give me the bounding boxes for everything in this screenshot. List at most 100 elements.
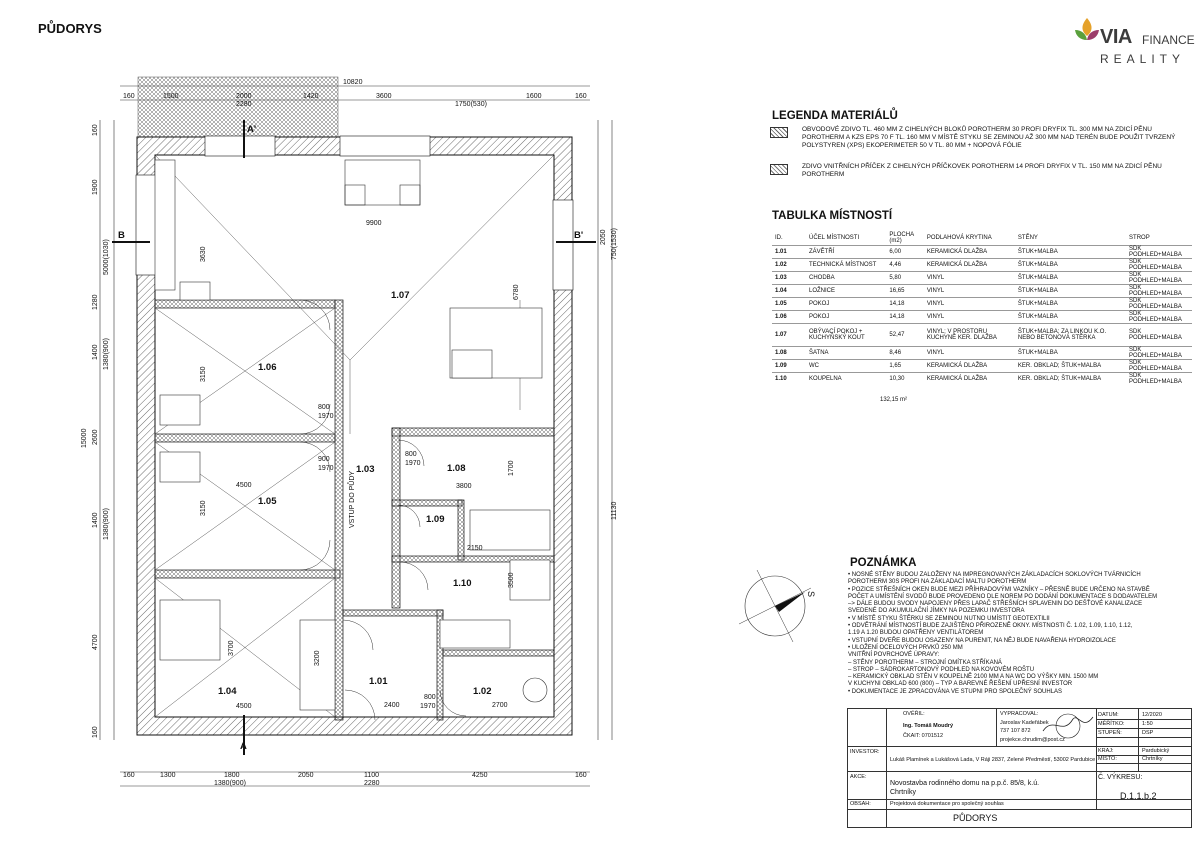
vypracoval-phone: 737 107 872 bbox=[1000, 728, 1031, 734]
col-ceiling: STROP bbox=[1129, 235, 1150, 241]
door-1970-c: 1970 bbox=[405, 460, 421, 467]
dim-inner-3200: 3200 bbox=[314, 650, 321, 666]
cell: 10,30 bbox=[886, 372, 924, 385]
note-line: – STĚNY POROTHERM – STROJNÍ OMÍTKA STŘÍK… bbox=[848, 659, 1002, 666]
investor-label: INVESTOR: bbox=[850, 749, 880, 755]
dim-top-2000: 2000 bbox=[236, 93, 252, 100]
table-header-row: ID. ÚČEL MÍSTNOSTI PLOCHA (m2) PODLAHOVÁ… bbox=[772, 231, 1192, 246]
cell: SDK PODHLED+MALBA bbox=[1126, 258, 1192, 272]
dim-inner-1700: 1700 bbox=[508, 460, 515, 476]
note-line: • VSTUPNÍ DVEŘE BUDOU OSAZENY NA PURENIT… bbox=[848, 637, 1116, 644]
akce-value: Novostavba rodinného domu na p.p.č. 85/8… bbox=[890, 780, 1040, 796]
obsah-value: Projektová dokumentace pro společný souh… bbox=[890, 801, 1004, 807]
cell: TECHNICKÁ MÍSTNOST bbox=[806, 258, 887, 272]
cell: CHODBA bbox=[806, 271, 887, 285]
cell: VINYL bbox=[923, 297, 1015, 311]
dim-left-1400b: 1400 bbox=[92, 512, 99, 528]
note-line: POČET A UMÍSTĚNÍ SVODŮ BUDE PROVEDENO DL… bbox=[848, 593, 1158, 600]
room-label-102: 1.02 bbox=[473, 686, 492, 697]
cell: ŠTUK+MALBA bbox=[1014, 346, 1127, 360]
dim-left-1280: 1280 bbox=[92, 294, 99, 310]
dim-left-5000: 5000(1030) bbox=[103, 239, 110, 275]
dim-top-2280: 2280 bbox=[236, 101, 252, 108]
section-mark-a-prime: A' bbox=[247, 124, 257, 135]
cell: KERAMICKÁ DLAŽBA bbox=[923, 372, 1015, 385]
meritko-label: MĚŘÍTKO: bbox=[1098, 721, 1125, 727]
logo-finance: FINANCE bbox=[1142, 33, 1195, 47]
cell: 14,18 bbox=[886, 297, 924, 311]
dim-bottom-1300: 1300 bbox=[160, 772, 176, 779]
dim-inner-4500-b: 4500 bbox=[236, 703, 252, 710]
dim-bottom-2280: 2280 bbox=[364, 780, 380, 787]
cell: 5,80 bbox=[886, 271, 924, 285]
dim-left-160-top: 160 bbox=[92, 124, 99, 136]
legend-item-interior-wall: Zdivo vnitřních příček z cihelných příčk… bbox=[770, 163, 1190, 181]
dim-left-1400: 1400 bbox=[92, 344, 99, 360]
cislo-value: D.1.1.b.2 bbox=[1120, 791, 1157, 801]
total-area: 132,15 m² bbox=[880, 397, 908, 403]
compass-icon bbox=[738, 569, 812, 643]
section-mark-a: A bbox=[240, 741, 247, 752]
overil-label: OVĚŘIL: bbox=[903, 711, 925, 717]
note-line: –> DÁLE BUDOU SVODY NAPOJENY PŘES LAPAČ … bbox=[848, 601, 1143, 608]
brand-logo: VIA FINANCE REALITY bbox=[1072, 6, 1195, 70]
dim-left-1380b: 1380(900) bbox=[103, 508, 110, 540]
dim-top-3600: 3600 bbox=[376, 93, 392, 100]
logo-via: VIA bbox=[1100, 26, 1132, 48]
col-floor: PODLAHOVÁ KRYTINA bbox=[926, 235, 992, 241]
vypracoval-name: Jaroslav Kadeřábek bbox=[1000, 720, 1049, 726]
overil-cait: ČKAIT: 0701512 bbox=[903, 733, 944, 739]
hatch-swatch-exterior bbox=[770, 127, 788, 138]
dim-left-15000: 15000 bbox=[81, 428, 88, 448]
vypracoval-email: projekce.chrudim@post.cz bbox=[1000, 737, 1065, 743]
cell: 1.09 bbox=[772, 359, 806, 373]
hatch-swatch-interior bbox=[770, 164, 788, 175]
door-800-1970-c: 800 bbox=[405, 451, 417, 458]
stupen-label: STUPEŇ: bbox=[1098, 730, 1122, 736]
dim-bottom-1380: 1380(900) bbox=[214, 780, 246, 787]
cell: VINYL bbox=[923, 284, 1015, 298]
cell: POKOJ bbox=[806, 310, 887, 324]
note-line: • ULOŽENÍ OCELOVÝCH PRVKŮ 250 mm bbox=[848, 644, 963, 651]
cell: SDK PODHLED+MALBA bbox=[1126, 323, 1192, 347]
col-walls: STĚNY bbox=[1017, 235, 1038, 241]
dim-left-160-bottom: 160 bbox=[92, 726, 99, 738]
note-line: • POZICE STŘEŠNÍCH OKEN BUDE MEZI PŘÍHRA… bbox=[848, 586, 1150, 593]
note-line: • DOKUMENTACE JE ZPRACOVÁNA VE STUPNI PR… bbox=[848, 688, 1063, 695]
cell: ŠTUK+MALBA bbox=[1014, 284, 1127, 298]
dim-left-1380: 1380(900) bbox=[103, 338, 110, 370]
cell: VINYL bbox=[923, 271, 1015, 285]
dim-left-1900: 1900 bbox=[92, 179, 99, 195]
cell: ŠTUK+MALBA bbox=[1014, 310, 1127, 324]
dim-inner-3150-b: 3150 bbox=[200, 500, 207, 516]
cell: KER. OBKLAD; ŠTUK+MALBA bbox=[1014, 359, 1127, 373]
note-line: V KUCHYNI OBKLAD 600 (800) – TYP A BAREV… bbox=[848, 681, 1073, 688]
rooms-table: ID. ÚČEL MÍSTNOSTI PLOCHA (m2) PODLAHOVÁ… bbox=[772, 231, 1192, 385]
cell: 1.01 bbox=[772, 245, 806, 259]
cell: KER. OBKLAD; ŠTUK+MALBA bbox=[1014, 372, 1127, 385]
dim-inner-4500-a: 4500 bbox=[236, 482, 252, 489]
note-line: VNITŘNÍ POVRCHOVÉ ÚPRAVY: bbox=[848, 652, 940, 659]
room-label-101: 1.01 bbox=[369, 676, 388, 687]
cell: SDK PODHLED+MALBA bbox=[1126, 271, 1192, 285]
cell: SDK PODHLED+MALBA bbox=[1126, 372, 1192, 385]
vypracoval-label: VYPRACOVAL: bbox=[1000, 711, 1039, 717]
col-area: PLOCHA (m2) bbox=[889, 232, 914, 244]
dim-top-160: 160 bbox=[123, 93, 135, 100]
dim-top-1750: 1750(530) bbox=[455, 101, 487, 108]
cell: 1.03 bbox=[772, 271, 806, 285]
investor-value: Lukáš Plamínek a Lukášová Lada, V Ráji 2… bbox=[890, 757, 1096, 763]
dim-bottom-1100: 1100 bbox=[364, 772, 380, 779]
room-label-109: 1.09 bbox=[426, 514, 445, 525]
cell: SDK PODHLED+MALBA bbox=[1126, 346, 1192, 360]
dim-inner-2150: 2150 bbox=[467, 545, 483, 552]
door-1970-b: 1970 bbox=[318, 465, 334, 472]
col-id: ID. bbox=[775, 235, 783, 241]
dim-inner-2700: 2700 bbox=[492, 702, 508, 709]
cell: ŠATNA bbox=[806, 346, 887, 360]
signature bbox=[1042, 713, 1094, 739]
